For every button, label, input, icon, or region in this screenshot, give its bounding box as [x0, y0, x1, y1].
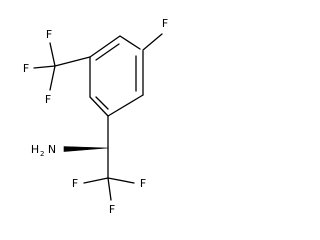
amine-group: H 2 N	[31, 143, 56, 158]
atom-f-para: F	[162, 17, 168, 30]
bond-ring-to-f-para	[142, 33, 163, 51]
atom-cf3-f-left: F	[23, 62, 29, 75]
ring-bond-top-right	[119, 35, 141, 50]
atom-amine-n: N	[48, 143, 56, 156]
bond-cf3b-to-f-bottom	[107, 177, 112, 201]
stereo-wedge-bond	[63, 146, 109, 152]
bond-cf3-to-f-left	[33, 65, 56, 69]
benzene-ring	[89, 35, 144, 117]
ring-double-bond-bottom-left	[95, 96, 109, 110]
atom-f-left: F	[72, 177, 78, 190]
atom-amine-h-count: 2	[40, 150, 44, 158]
molecule-structure: F F F F H 2 N F F F	[23, 17, 168, 216]
atom-cf3-f-bottom: F	[45, 93, 51, 106]
bond-cf3-to-f-top	[49, 42, 56, 67]
ring-double-bond-top-left	[95, 43, 120, 61]
bond-cf3b-to-f-right	[107, 177, 135, 184]
ring-bond-bottom-right	[107, 94, 144, 117]
ring-bond-top-left	[89, 35, 121, 58]
atom-f-bottom: F	[109, 203, 115, 216]
atom-f-right: F	[140, 177, 146, 190]
atom-cf3-f-top: F	[46, 28, 52, 41]
bond-cf3-to-f-bottom	[49, 65, 56, 91]
ring-bond-bottom-left	[89, 96, 109, 117]
bond-cf3b-to-f-left	[83, 177, 109, 184]
bond-ring-to-cf3	[54, 56, 91, 67]
atom-amine-h: H	[31, 143, 39, 156]
